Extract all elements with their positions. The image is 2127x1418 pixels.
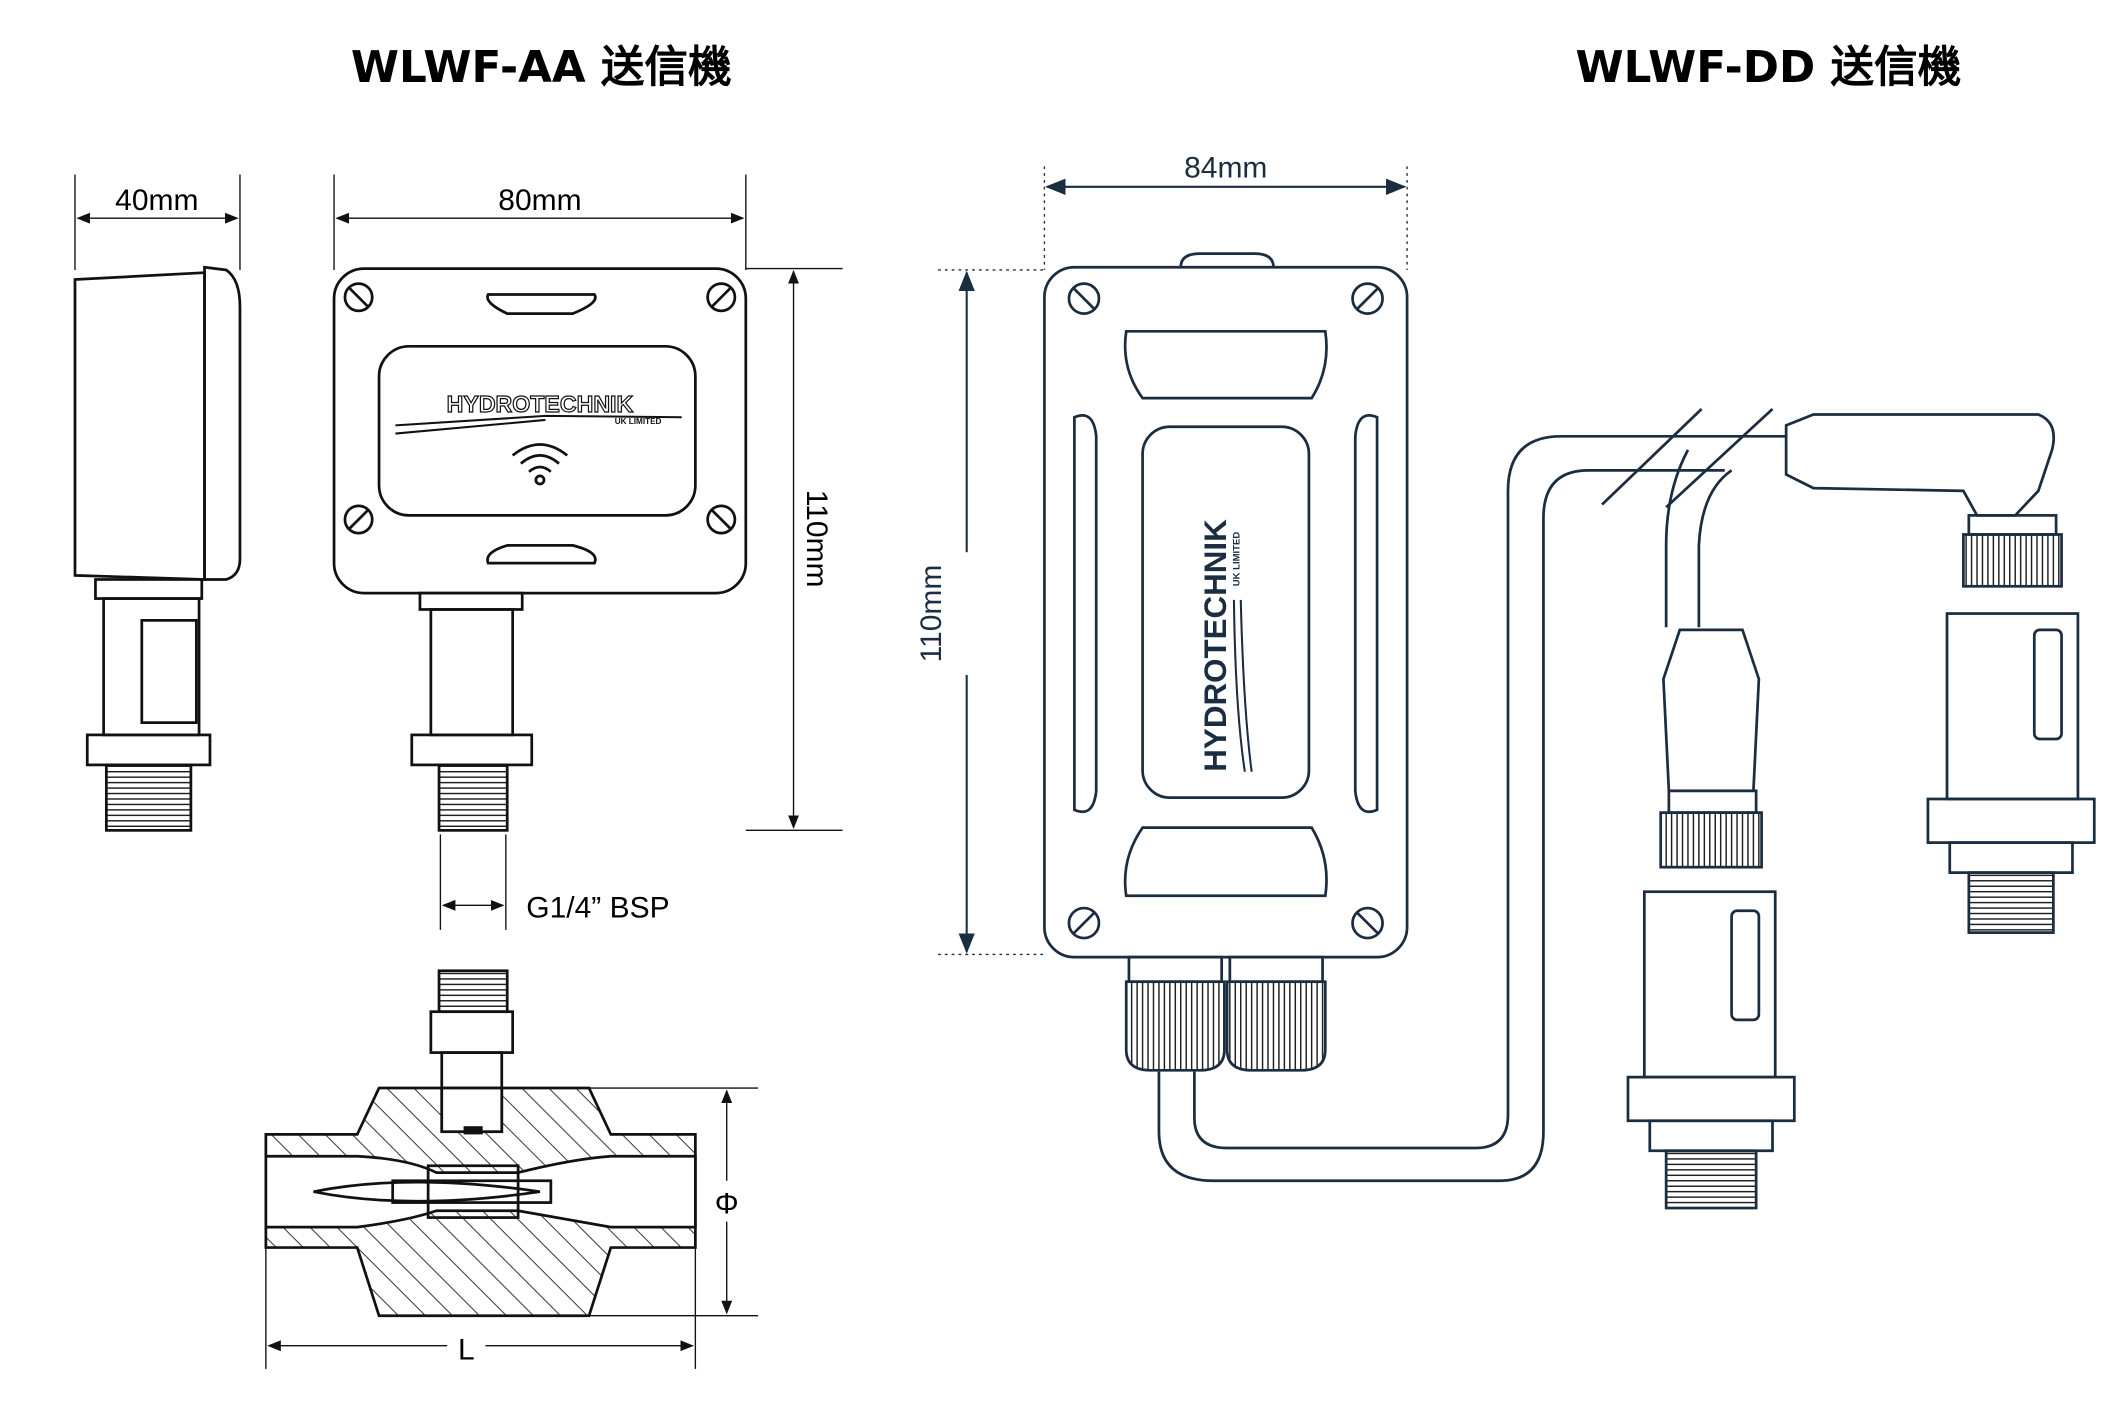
aa-front-view: 80mm HYDROTECHNIK UK LIMITED 110mm G1/4”… [332,174,843,930]
aa-depth-label: 40mm [115,184,198,217]
aa-logo-sub: UK LIMITED [615,417,662,426]
wifi-icon [511,443,569,486]
title-wlwf-dd: WLWF-DD 送信機 [1576,43,1962,93]
aa-width-label: 80mm [498,184,581,217]
title-wlwf-aa: WLWF-AA 送信機 [351,43,732,93]
pressure-sensor-straight [1626,628,1796,1210]
aa-side-view: 40mm [73,174,242,832]
aa-thread-label: G1/4” BSP [526,892,669,925]
dd-width-label: 84mm [1184,151,1267,184]
dd-height-label: 110mm [915,565,948,663]
aa-flow-block-section: Φ L [264,969,759,1369]
dd-logo: HYDROTECHNIK [1198,519,1233,772]
pressure-sensor [1784,413,2096,934]
dd-transmitter: 84mm 110mm HYDROTECHNIK UK LIMITED [915,151,2096,1210]
cable-gland [1124,955,1327,1072]
aa-diameter-label: Φ [715,1187,739,1220]
aa-logo: HYDROTECHNIK [447,391,634,417]
dd-logo-sub: UK LIMITED [1231,532,1242,587]
aa-length-label: L [458,1333,475,1366]
aa-height-label: 110mm [800,490,833,588]
